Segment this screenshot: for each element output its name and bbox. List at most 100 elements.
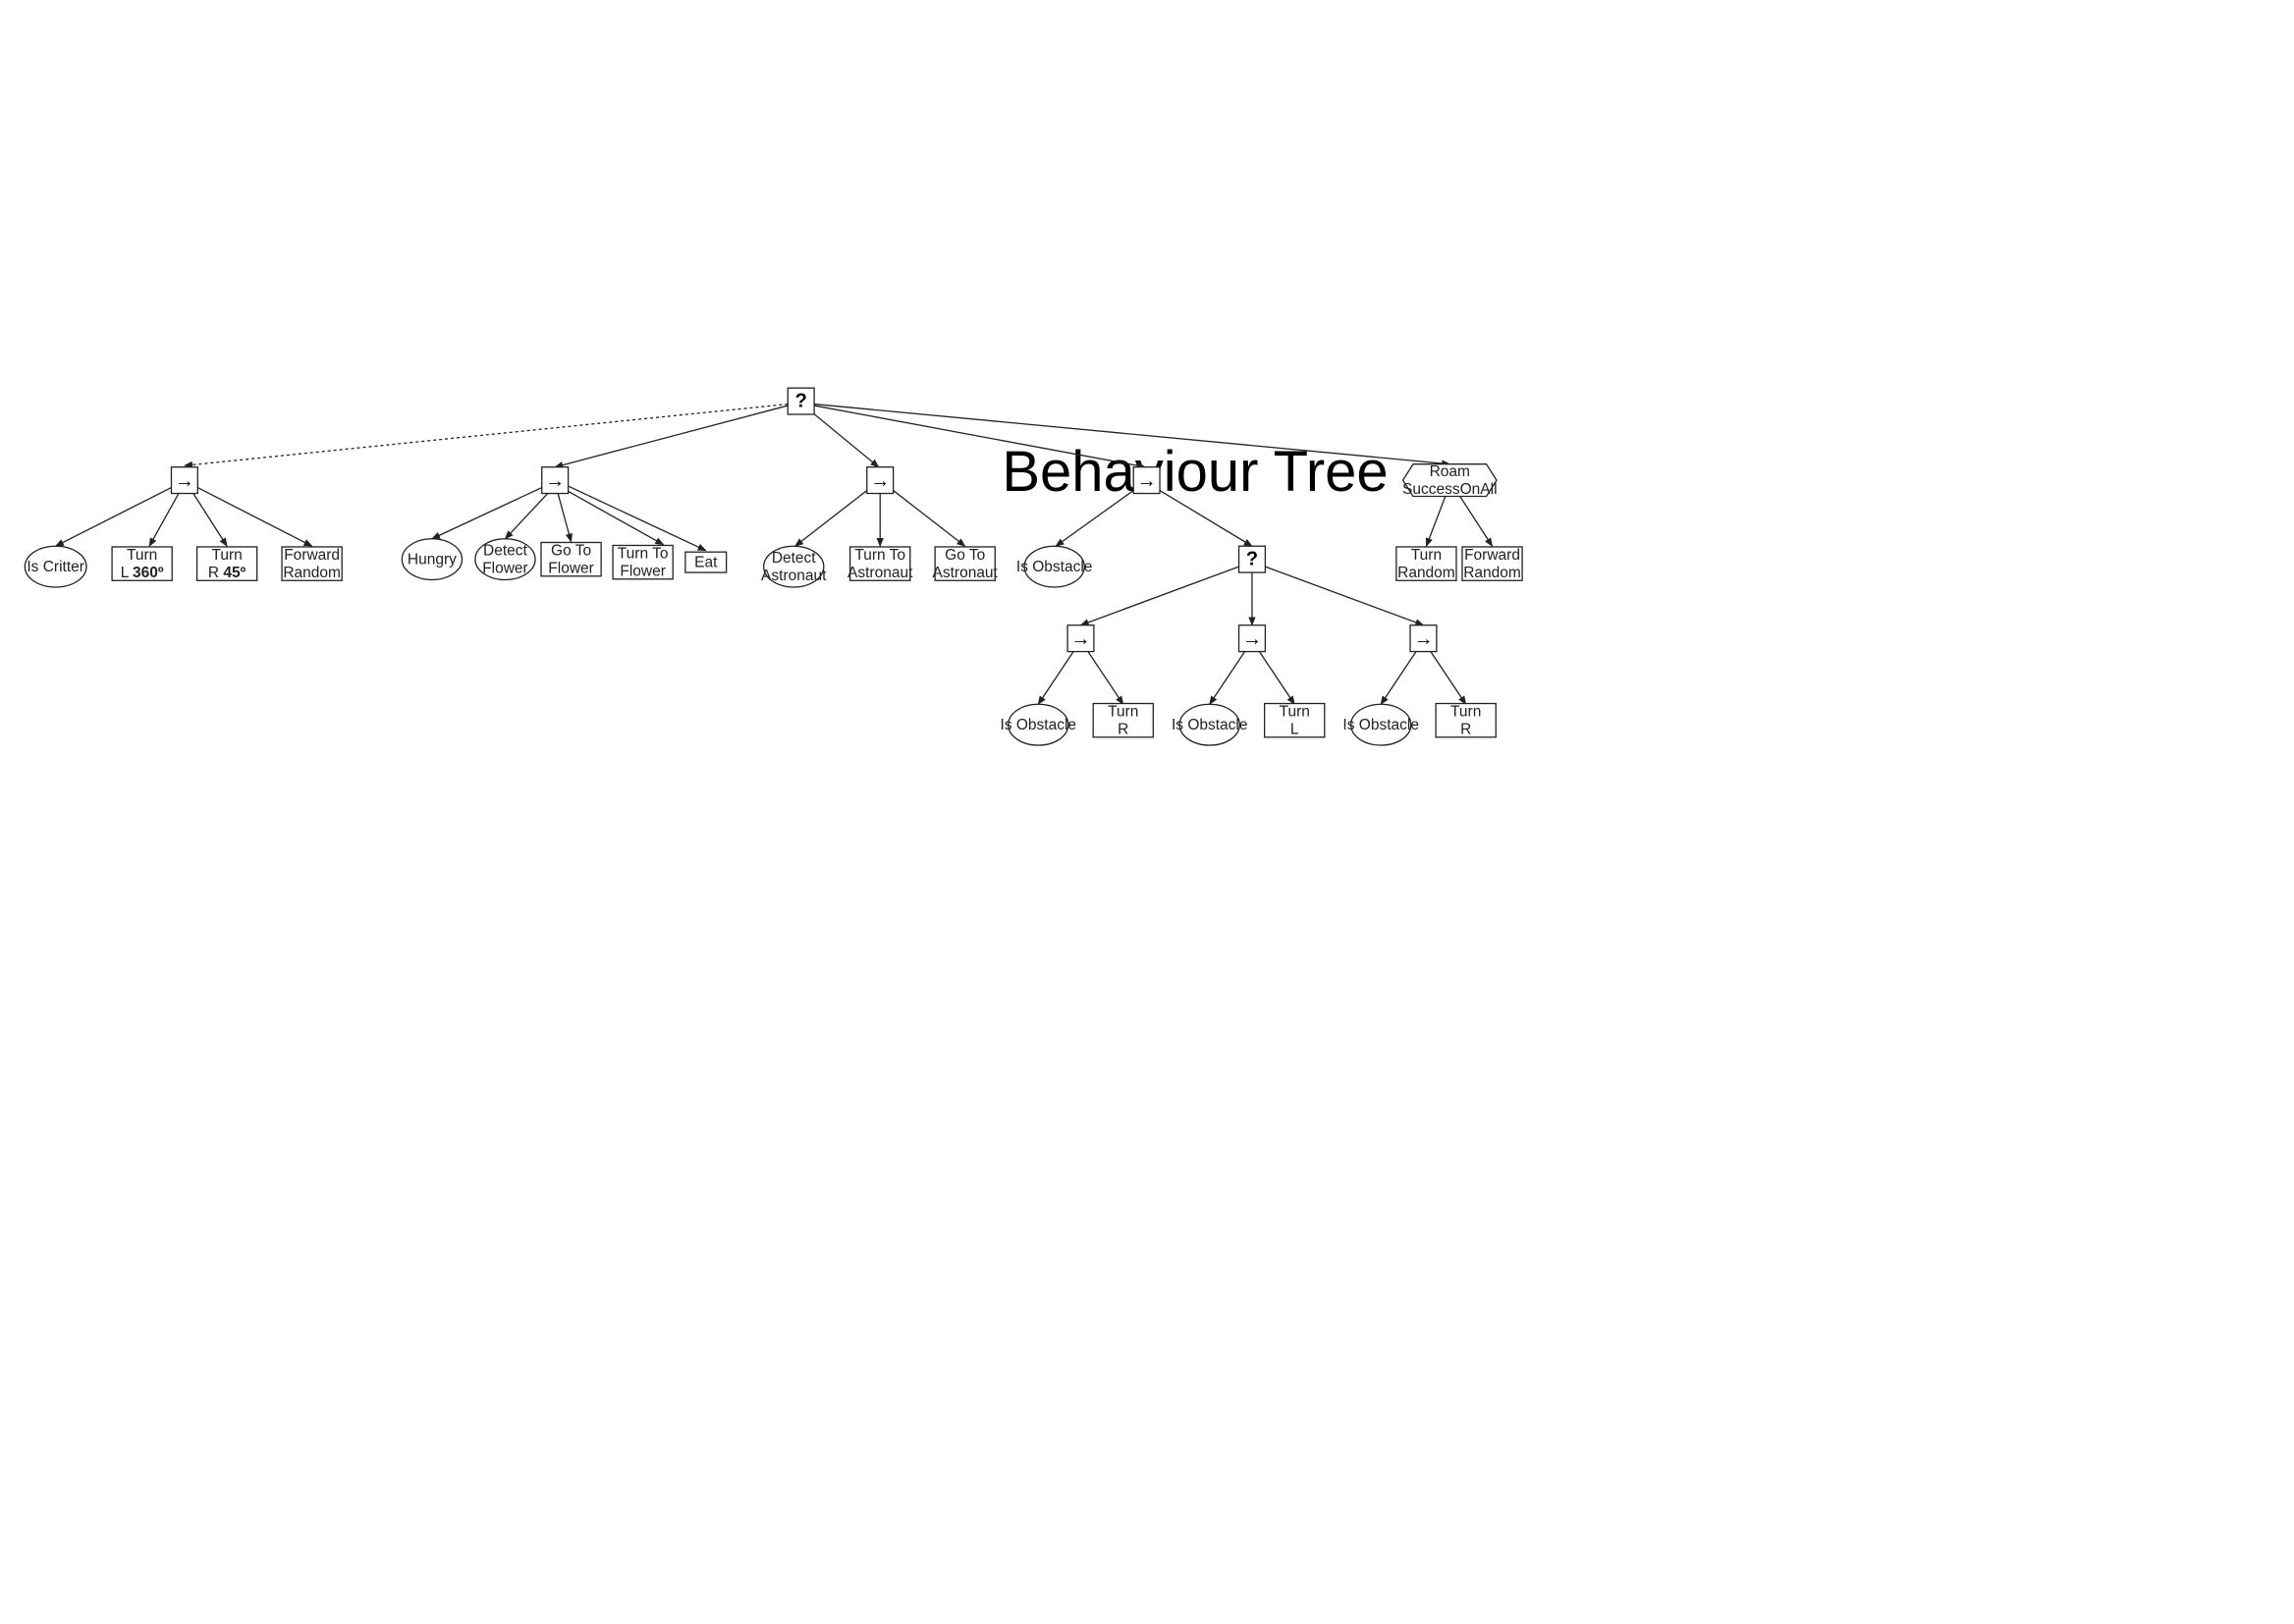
- node-label: Flower: [548, 561, 594, 577]
- node-label: Is Critter: [27, 559, 84, 575]
- condition-ellipse: [1023, 545, 1085, 588]
- node-label: Is Obstacle: [1172, 717, 1248, 733]
- edge-seq-obs-a-to-turn-r-a: [1087, 651, 1124, 706]
- node-label: Astronaut: [933, 565, 999, 581]
- sequence-box: [541, 466, 570, 495]
- sequence-arrow-icon: →: [545, 470, 565, 492]
- sequence-arrow-icon: →: [175, 470, 194, 492]
- edge-seq-hungry-to-detect-flower: [504, 493, 549, 540]
- action-box: [1395, 546, 1457, 581]
- node-seq-astronaut[interactable]: →: [866, 466, 895, 495]
- node-seq-obs-a[interactable]: →: [1066, 624, 1095, 653]
- edge-sel-obstacle-to-seq-obs-a: [1079, 566, 1239, 626]
- sequence-arrow-icon: →: [870, 470, 890, 492]
- node-label: Is Obstacle: [1016, 559, 1093, 575]
- node-is-obstacle-1[interactable]: Is Obstacle: [1016, 545, 1093, 588]
- condition-ellipse: [401, 538, 464, 581]
- selector-box: [1237, 545, 1267, 573]
- node-label: Astronaut: [847, 565, 913, 581]
- condition-ellipse: [1008, 703, 1069, 746]
- node-label: SuccessOnAll: [1402, 481, 1497, 498]
- edge-root-to-seq-hungry: [554, 405, 789, 469]
- node-label: Turn: [211, 547, 242, 564]
- node-root[interactable]: ?: [787, 387, 815, 415]
- node-label: Random: [1397, 565, 1455, 581]
- node-label: L: [1290, 722, 1299, 738]
- condition-ellipse: [763, 545, 825, 588]
- node-label: Random: [283, 565, 341, 581]
- action-box: [111, 546, 173, 581]
- condition-ellipse: [1178, 703, 1240, 746]
- edge-seq-astronaut-to-go-to-astronaut: [893, 490, 966, 547]
- action-box: [195, 546, 258, 581]
- sequence-box: [1132, 466, 1161, 495]
- node-label: Eat: [694, 555, 718, 571]
- node-label: Flower: [482, 561, 528, 577]
- edge-seq-obs-c-to-is-obstacle-c: [1380, 651, 1417, 706]
- sequence-arrow-icon: →: [1071, 628, 1091, 650]
- edge-seq-hungry-to-go-to-flower: [557, 493, 573, 543]
- edge-root-to-roam: [814, 403, 1451, 467]
- condition-ellipse: [24, 545, 87, 588]
- sequence-box: [170, 466, 198, 495]
- diagram-title: Behaviour Tree: [1002, 440, 1388, 504]
- node-label: Random: [1463, 565, 1521, 581]
- node-label: Turn: [1411, 547, 1442, 564]
- edges-layer: [54, 403, 1494, 706]
- node-label: Go To: [551, 543, 591, 560]
- node-is-critter[interactable]: Is Critter: [24, 545, 87, 588]
- edge-sel-obstacle-to-seq-obs-c: [1265, 566, 1425, 626]
- node-sel-obstacle[interactable]: ?: [1237, 545, 1267, 573]
- action-box: [281, 546, 343, 581]
- edge-seq-obs-b-to-is-obstacle-b: [1209, 651, 1246, 706]
- node-label: Roam: [1430, 463, 1470, 480]
- node-hungry[interactable]: Hungry: [401, 538, 464, 581]
- node-is-obstacle-b[interactable]: Is Obstacle: [1172, 703, 1248, 746]
- node-seq-obs-c[interactable]: →: [1409, 624, 1438, 653]
- node-label: Go To: [945, 547, 985, 564]
- edge-seq-obstacle-to-is-obstacle-1: [1055, 490, 1134, 547]
- edge-root-to-seq-obstacle: [813, 405, 1147, 469]
- node-is-obstacle-c[interactable]: Is Obstacle: [1342, 703, 1419, 746]
- node-seq-obstacle[interactable]: →: [1132, 466, 1161, 495]
- node-seq-obs-b[interactable]: →: [1237, 624, 1267, 653]
- action-box: [1092, 702, 1154, 738]
- edge-seq-hungry-to-eat: [568, 485, 707, 552]
- edge-seq-hungry-to-hungry: [431, 486, 543, 540]
- node-label: Turn To: [854, 547, 905, 564]
- edge-seq-obs-a-to-is-obstacle-a: [1037, 651, 1074, 706]
- node-is-obstacle-a[interactable]: Is Obstacle: [1000, 703, 1076, 746]
- node-seq-hungry[interactable]: →: [541, 466, 570, 495]
- node-label: Is Obstacle: [1000, 717, 1076, 733]
- action-box: [684, 551, 728, 573]
- node-eat[interactable]: Eat: [684, 551, 728, 573]
- edge-seq-critter-to-is-critter: [54, 486, 172, 547]
- edge-seq-hungry-to-turn-to-flower: [566, 489, 665, 546]
- sequence-arrow-icon: →: [1242, 628, 1262, 650]
- edge-roam-to-forward-random-2: [1459, 496, 1494, 547]
- node-label: Is Obstacle: [1342, 717, 1419, 733]
- selector-icon: ?: [795, 391, 807, 412]
- node-seq-critter[interactable]: →: [170, 466, 198, 495]
- sequence-box: [1409, 624, 1438, 653]
- parallel-hexagon: [1401, 463, 1498, 498]
- action-box: [1435, 702, 1497, 738]
- edge-seq-astronaut-to-detect-astronaut: [794, 490, 868, 547]
- edge-seq-obstacle-to-sel-obstacle: [1159, 489, 1253, 547]
- edge-seq-obs-b-to-turn-l-b: [1258, 651, 1295, 706]
